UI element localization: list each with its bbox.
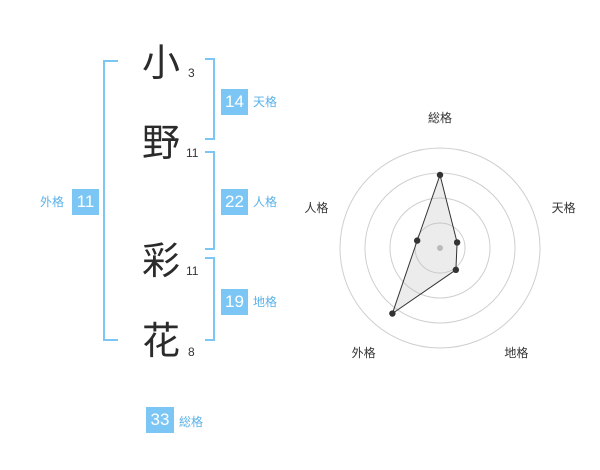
radar-center-dot [437, 245, 443, 251]
radar-point [413, 237, 421, 244]
radar-axis-label: 総格 [428, 110, 452, 125]
name-char-2: 野 [142, 121, 181, 165]
chikaku-value: 19 [221, 289, 248, 315]
radar-point [453, 239, 461, 246]
soukaku-value: 33 [146, 407, 174, 433]
name-char-4: 花 [142, 319, 181, 363]
radar-axis-label: 天格 [552, 200, 576, 215]
radar-ring [339, 147, 541, 349]
soukaku-label: 総格 [179, 415, 204, 429]
jinkaku-label: 人格 [253, 195, 278, 209]
name-char-3: 彩 [142, 239, 181, 283]
jinkaku-value: 22 [221, 189, 248, 215]
gaikaku-bracket [103, 60, 118, 341]
chikaku-label: 地格 [253, 295, 278, 309]
radar-point [436, 171, 444, 179]
radar-axis-label: 外格 [352, 345, 376, 360]
radar-point [452, 266, 460, 274]
tenkaku-value: 14 [221, 89, 248, 115]
radar-grid [339, 147, 541, 349]
radar-axis-label: 人格 [304, 200, 328, 215]
radar-axis-label: 地格 [504, 345, 528, 360]
radar-ring [389, 197, 491, 299]
radar-point [389, 310, 396, 317]
tenkaku-bracket [205, 58, 215, 140]
stroke-count-3: 11 [186, 264, 199, 278]
gaikaku-label: 外格 [40, 195, 65, 209]
stroke-count-4: 8 [188, 345, 195, 359]
gaikaku-value: 11 [72, 189, 99, 215]
name-char-1: 小 [142, 41, 181, 85]
radar-points [389, 171, 461, 317]
radar-area [391, 173, 458, 315]
stroke-count-1: 3 [188, 66, 195, 80]
jinkaku-bracket [205, 151, 215, 250]
chikaku-bracket [205, 257, 215, 341]
tenkaku-label: 天格 [253, 95, 278, 109]
stroke-count-2: 11 [186, 146, 199, 160]
